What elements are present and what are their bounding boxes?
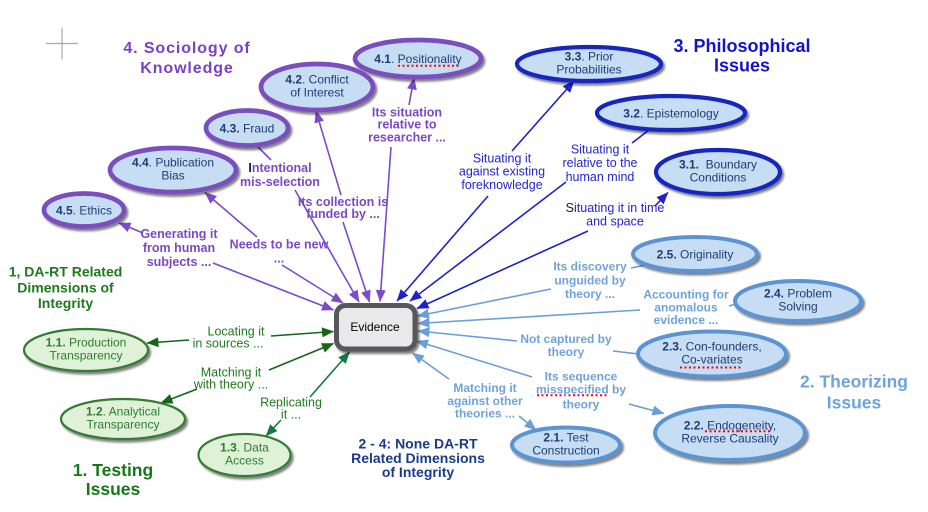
svg-text:against other: against other <box>447 394 523 408</box>
svg-text:anomalous: anomalous <box>654 300 718 314</box>
svg-text:Transparency: Transparency <box>87 418 160 432</box>
svg-text:Intentional: Intentional <box>248 161 311 175</box>
svg-text:Construction: Construction <box>532 444 599 458</box>
svg-text:relative to: relative to <box>377 117 436 131</box>
svg-text:2.4. Problem: 2.4. Problem <box>764 287 832 301</box>
svg-text:foreknowledge: foreknowledge <box>461 178 542 192</box>
svg-text:Its sequence: Its sequence <box>545 370 618 384</box>
svg-text:Solving: Solving <box>778 300 817 314</box>
svg-text:Conditions: Conditions <box>690 171 747 185</box>
svg-text:Evidence: Evidence <box>350 320 400 334</box>
svg-text:theory: theory <box>548 345 585 359</box>
svg-text:2. Theorizing: 2. Theorizing <box>800 372 908 392</box>
svg-text:theory ...: theory ... <box>565 287 615 301</box>
svg-text:2.2. Endogeneity,: 2.2. Endogeneity, <box>684 419 777 433</box>
svg-text:Not captured by: Not captured by <box>520 332 612 346</box>
svg-text:relative to the: relative to the <box>562 156 637 170</box>
svg-text:Its situation: Its situation <box>372 105 442 119</box>
svg-text:against existing: against existing <box>459 165 545 179</box>
svg-text:2 - 4: None DA-RT: 2 - 4: None DA-RT <box>359 436 478 452</box>
svg-text:1.3. Data: 1.3. Data <box>220 441 269 455</box>
svg-text:4.2. Conflict: 4.2. Conflict <box>285 73 349 87</box>
svg-text:theories ...: theories ... <box>455 407 515 421</box>
svg-text:1, DA-RT Related: 1, DA-RT Related <box>9 264 123 280</box>
svg-text:subjects ...: subjects ... <box>147 255 212 269</box>
svg-text:1.2. Analytical: 1.2. Analytical <box>86 405 160 419</box>
svg-text:Generating it: Generating it <box>140 227 218 241</box>
svg-text:Probabilities: Probabilities <box>556 63 621 77</box>
svg-text:funded by ...: funded by ... <box>306 207 380 221</box>
svg-text:Its collection is: Its collection is <box>298 195 388 209</box>
svg-text:2.1. Test: 2.1. Test <box>543 431 589 445</box>
svg-text:of Integrity: of Integrity <box>382 464 455 480</box>
svg-text:unguided by: unguided by <box>554 273 626 287</box>
svg-text:with theory ...: with theory ... <box>193 378 268 392</box>
svg-text:4. Sociology of: 4. Sociology of <box>123 40 250 57</box>
svg-text:of Interest: of Interest <box>290 86 344 100</box>
svg-text:2.5. Originality: 2.5. Originality <box>657 247 734 261</box>
svg-text:4.4. Publication: 4.4. Publication <box>132 156 214 170</box>
svg-text:Bias: Bias <box>161 169 184 183</box>
svg-text:...: ... <box>274 251 284 265</box>
svg-text:Situating it: Situating it <box>473 152 532 166</box>
svg-text:and space: and space <box>586 215 644 229</box>
svg-text:researcher ...: researcher ... <box>368 130 446 144</box>
svg-text:Accounting for: Accounting for <box>643 287 729 301</box>
svg-text:Situating it: Situating it <box>571 143 630 157</box>
svg-text:Matching it: Matching it <box>201 365 262 379</box>
svg-text:from human: from human <box>143 241 215 255</box>
svg-text:Knowledge: Knowledge <box>140 60 233 77</box>
svg-text:2.3. Con-founders,: 2.3. Con-founders, <box>662 340 761 354</box>
svg-text:misspecified by: misspecified by <box>536 383 626 397</box>
svg-text:Reverse Causality: Reverse Causality <box>681 432 778 446</box>
svg-text:Its discovery: Its discovery <box>553 260 627 274</box>
svg-text:Issues: Issues <box>827 392 882 412</box>
svg-text:Transparency: Transparency <box>50 349 123 363</box>
svg-text:in sources ...: in sources ... <box>193 337 264 351</box>
svg-text:3.2. Epistemology: 3.2. Epistemology <box>623 106 718 120</box>
svg-text:mis-selection: mis-selection <box>240 175 320 189</box>
svg-text:Co-variates: Co-variates <box>681 353 742 367</box>
svg-text:4.5. Ethics: 4.5. Ethics <box>56 203 112 217</box>
svg-text:3.3. Prior: 3.3. Prior <box>565 50 614 64</box>
svg-text:Issues: Issues <box>86 479 141 499</box>
svg-text:human mind: human mind <box>566 170 635 184</box>
svg-text:Integrity: Integrity <box>38 295 93 311</box>
svg-text:Matching it: Matching it <box>453 381 516 395</box>
svg-text:Access: Access <box>225 454 264 468</box>
svg-text:theory: theory <box>563 398 600 412</box>
svg-text:4.1. Positionality: 4.1. Positionality <box>374 52 461 66</box>
svg-text:4.3. Fraud: 4.3. Fraud <box>220 121 275 135</box>
svg-text:3.1. Boundary: 3.1. Boundary <box>679 158 757 172</box>
svg-text:evidence ...: evidence ... <box>654 313 719 327</box>
svg-text:it ...: it ... <box>281 408 301 422</box>
svg-text:Issues: Issues <box>714 55 770 75</box>
svg-text:1. Testing: 1. Testing <box>73 460 153 480</box>
svg-text:Dimensions of: Dimensions of <box>17 280 114 296</box>
svg-text:Locating it: Locating it <box>208 324 266 338</box>
svg-text:Situating it in time: Situating it in time <box>566 201 665 215</box>
svg-text:Related Dimensions: Related Dimensions <box>351 450 485 466</box>
svg-text:Replicating: Replicating <box>260 395 322 409</box>
svg-text:Needs to be new: Needs to be new <box>230 237 329 251</box>
svg-text:1.1. Production: 1.1. Production <box>46 336 127 350</box>
svg-text:3. Philosophical: 3. Philosophical <box>673 36 810 56</box>
